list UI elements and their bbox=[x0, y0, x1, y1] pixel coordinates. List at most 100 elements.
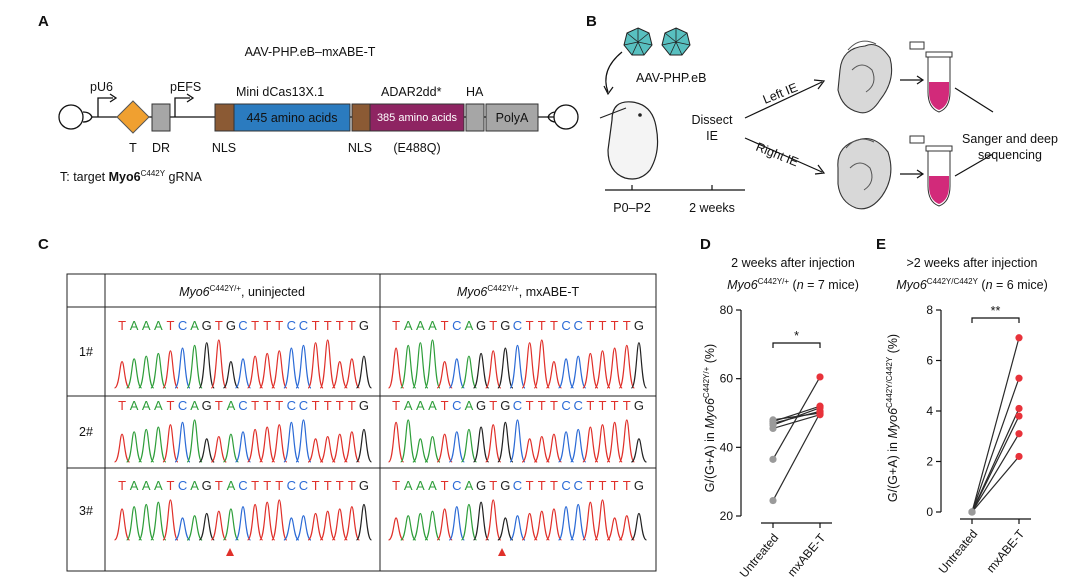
trace-peak bbox=[557, 431, 575, 463]
y-tick-label: 20 bbox=[720, 509, 734, 523]
base-letter: G bbox=[500, 318, 510, 333]
chart-d-subtitle: Myo6C442Y/+ (n = 7 mice) bbox=[727, 277, 859, 292]
base-letter: G bbox=[476, 478, 486, 493]
trace-peak bbox=[126, 506, 143, 541]
trace-peak bbox=[271, 499, 288, 541]
y-tick-label: 2 bbox=[926, 455, 933, 469]
chart-e-title: >2 weeks after injection bbox=[907, 256, 1038, 270]
x-tick-label: mxABE-T bbox=[785, 530, 829, 579]
trace-peak bbox=[387, 421, 405, 463]
untreated-point bbox=[769, 424, 777, 433]
panel-c: C Myo6C442Y/+, uninjected Myo6C442Y/+, m… bbox=[38, 236, 657, 572]
base-letter: G bbox=[634, 318, 644, 333]
treated-point bbox=[1015, 374, 1023, 382]
trace-peak bbox=[400, 515, 417, 541]
trace-peak bbox=[114, 433, 130, 463]
trace-peak bbox=[295, 419, 312, 463]
trace-peak bbox=[174, 421, 191, 463]
cas-aa-label: 445 amino acids bbox=[246, 111, 337, 125]
base-letter: C bbox=[238, 478, 247, 493]
base-letter: T bbox=[599, 318, 607, 333]
y-tick-label: 4 bbox=[926, 404, 933, 418]
base-letter: T bbox=[324, 398, 332, 413]
base-letter: T bbox=[392, 398, 400, 413]
base-letter: T bbox=[392, 478, 400, 493]
dr-box bbox=[151, 103, 171, 132]
base-letter: C bbox=[287, 318, 296, 333]
trace-peak bbox=[521, 438, 538, 463]
treated-point bbox=[816, 373, 824, 381]
panel-e: E >2 weeks after injection Myo6C442Y/C44… bbox=[876, 236, 1048, 576]
base-letter: T bbox=[251, 478, 259, 493]
base-letter: T bbox=[526, 478, 534, 493]
base-letter: A bbox=[465, 478, 474, 493]
trace-peak bbox=[533, 435, 550, 463]
base-letter: T bbox=[263, 318, 271, 333]
trace-peak bbox=[355, 503, 373, 541]
ha-label: HA bbox=[466, 85, 484, 99]
trace-peak bbox=[174, 347, 191, 389]
timepoint-2-weeks: 2 weeks bbox=[689, 201, 735, 215]
trace-peak bbox=[630, 342, 648, 389]
trace-peak bbox=[113, 508, 131, 541]
trace-peak bbox=[283, 347, 300, 389]
base-letter: C bbox=[299, 318, 308, 333]
timepoint-p0-p2: P0–P2 bbox=[613, 201, 651, 215]
base-letter: C bbox=[513, 318, 522, 333]
trace-peak bbox=[222, 508, 239, 541]
trace-peak bbox=[436, 508, 453, 541]
base-letter: G bbox=[476, 318, 486, 333]
trace-peak bbox=[594, 424, 611, 463]
trace-peak bbox=[234, 431, 252, 463]
base-letter: T bbox=[599, 478, 607, 493]
trace-peak bbox=[582, 426, 599, 463]
trace-peak bbox=[271, 350, 288, 389]
base-letter: T bbox=[263, 478, 271, 493]
column-header-uninjected: Myo6C442Y/+, uninjected bbox=[179, 284, 305, 299]
base-letter: A bbox=[227, 478, 236, 493]
trace-peak bbox=[631, 438, 647, 463]
column-header-mxabe: Myo6C442Y/+, mxABE-T bbox=[457, 284, 580, 299]
trace-peak bbox=[259, 501, 276, 541]
trace-peak bbox=[355, 355, 373, 389]
base-letter: T bbox=[336, 478, 344, 493]
trace-peak bbox=[307, 342, 324, 389]
pair-line bbox=[971, 456, 1020, 513]
y-tick-label: 6 bbox=[926, 354, 933, 368]
significance-label: * bbox=[794, 329, 799, 343]
base-letter: T bbox=[348, 398, 356, 413]
trace-peak bbox=[485, 350, 502, 389]
base-letter: C bbox=[513, 398, 522, 413]
base-letter: T bbox=[312, 398, 320, 413]
base-letter: T bbox=[275, 318, 283, 333]
base-letter: T bbox=[599, 398, 607, 413]
chromatogram-table bbox=[66, 273, 657, 572]
base-letter: G bbox=[226, 318, 236, 333]
trace-peak bbox=[247, 428, 264, 463]
trace-peak bbox=[448, 431, 465, 463]
trace-peak bbox=[546, 433, 562, 463]
base-letter: T bbox=[489, 478, 497, 493]
trace-peak bbox=[259, 426, 276, 463]
panel-d: D 2 weeks after injection Myo6C442Y/+ (n… bbox=[700, 236, 859, 580]
trace-peak bbox=[400, 419, 417, 463]
right-ie-label: Right IE bbox=[754, 140, 800, 170]
trace-peak bbox=[472, 352, 490, 389]
base-letter: T bbox=[263, 398, 271, 413]
base-letter: A bbox=[428, 398, 437, 413]
edit-site-arrow-mxabe bbox=[498, 548, 506, 556]
trace-peak bbox=[400, 344, 417, 389]
arrow-to-seq-2 bbox=[954, 153, 994, 177]
trace-peak bbox=[509, 515, 526, 541]
trace-peak bbox=[606, 517, 623, 541]
trace-peak bbox=[283, 421, 300, 463]
trace-peak bbox=[186, 344, 203, 389]
trace-peak bbox=[343, 506, 360, 541]
edit-site-arrow-uninjected bbox=[226, 548, 234, 556]
base-letter: T bbox=[118, 398, 126, 413]
trace-peak bbox=[594, 499, 611, 541]
base-letter: C bbox=[574, 318, 583, 333]
